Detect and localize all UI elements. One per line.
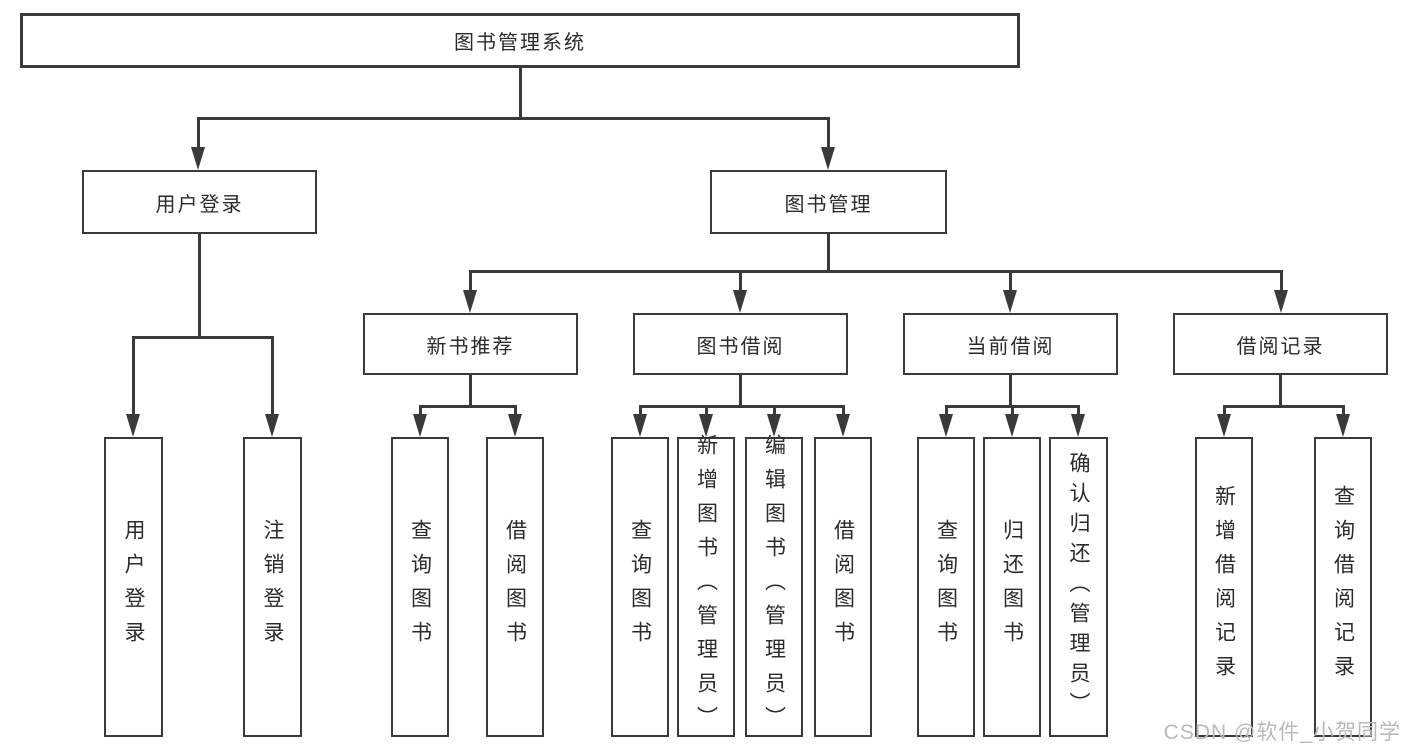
arrow-down-icon: [733, 290, 747, 313]
node-label: 当前借阅: [966, 335, 1055, 358]
connector-vline: [469, 270, 472, 291]
connector-hline: [132, 336, 274, 339]
connector-vline: [1009, 375, 1012, 407]
arrow-down-icon: [633, 414, 647, 437]
connector-vline: [132, 336, 135, 416]
arrow-down-icon: [1336, 414, 1350, 437]
arrow-down-icon: [126, 414, 140, 437]
connector-hline: [1223, 405, 1345, 408]
arrow-down-icon: [1005, 414, 1019, 437]
arrow-down-icon: [1274, 290, 1288, 313]
leaf-edit-books-admin: 编辑图书（管理员）: [745, 434, 803, 740]
leaf-query-borrow-record: 查询借阅记录: [1314, 437, 1372, 737]
connector-hline: [197, 117, 829, 120]
arrow-down-icon: [767, 414, 781, 437]
connector-vline: [1342, 405, 1345, 416]
node-new-book-recommend: 新书推荐: [363, 313, 578, 375]
leaf-query-books-3: 查询图书: [917, 437, 975, 737]
node-label: 图书管理: [784, 193, 873, 216]
leaf-add-books-admin: 新增图书（管理员）: [677, 434, 735, 740]
connector-vline: [1223, 405, 1226, 416]
leaf-borrow-books-1: 借阅图书: [486, 437, 544, 737]
arrow-down-icon: [1003, 290, 1017, 313]
node-label: 新增图书（管理员）: [694, 434, 718, 740]
connector-vline: [1077, 405, 1080, 416]
connector-hline: [419, 405, 517, 408]
node-label: 编辑图书（管理员）: [762, 434, 786, 740]
arrow-down-icon: [265, 414, 279, 437]
connector-vline: [419, 405, 422, 416]
node-book-management: 图书管理: [710, 170, 947, 234]
node-label: 查询借阅记录: [1331, 485, 1355, 689]
connector-vline: [773, 405, 776, 416]
leaf-return-books: 归还图书: [983, 437, 1041, 737]
connector-vline: [514, 405, 517, 416]
node-label: 新增借阅记录: [1212, 485, 1236, 689]
node-label: 查询图书: [628, 519, 652, 655]
arrow-down-icon: [1217, 414, 1231, 437]
connector-vline: [827, 234, 830, 272]
connector-vline: [945, 405, 948, 416]
arrow-down-icon: [463, 290, 477, 313]
node-label: 查询图书: [408, 519, 432, 655]
csdn-watermark: CSDN @软件_小贺同学: [1163, 721, 1401, 744]
connector-vline: [739, 270, 742, 291]
arrow-down-icon: [699, 414, 713, 437]
node-root-library-management-system: 图书管理系统: [20, 13, 1020, 68]
node-book-borrowing: 图书借阅: [633, 313, 848, 375]
node-label: 用户登录: [155, 193, 244, 216]
node-current-borrowing: 当前借阅: [903, 313, 1118, 375]
connector-hline: [469, 270, 1282, 273]
leaf-query-books-1: 查询图书: [391, 437, 449, 737]
leaf-confirm-return-admin: 确认归还（管理员）: [1049, 437, 1108, 737]
arrow-down-icon: [191, 147, 205, 170]
connector-vline: [1009, 270, 1012, 291]
node-label: 图书管理系统: [454, 32, 586, 54]
node-label: 注销登录: [261, 519, 284, 655]
connector-vline: [827, 117, 830, 148]
connector-vline: [197, 117, 200, 148]
connector-vline: [519, 68, 522, 118]
arrow-down-icon: [939, 414, 953, 437]
arrow-down-icon: [1071, 414, 1085, 437]
arrow-down-icon: [413, 414, 427, 437]
connector-vline: [1279, 375, 1282, 407]
node-user-login: 用户登录: [82, 170, 317, 234]
node-label: 新书推荐: [426, 335, 515, 358]
leaf-user-login: 用户登录: [104, 437, 163, 737]
node-label: 查询图书: [934, 519, 958, 655]
arrow-down-icon: [836, 414, 850, 437]
connector-vline: [842, 405, 845, 416]
connector-vline: [739, 375, 742, 407]
connector-vline: [469, 375, 472, 407]
node-borrowing-records: 借阅记录: [1173, 313, 1388, 375]
node-label: 用户登录: [122, 519, 145, 655]
connector-vline: [639, 405, 642, 416]
leaf-add-borrow-record: 新增借阅记录: [1195, 437, 1253, 737]
arrow-down-icon: [821, 147, 835, 170]
connector-vline: [1280, 270, 1283, 291]
connector-vline: [1011, 405, 1014, 416]
node-label: 确认归还（管理员）: [1067, 452, 1090, 722]
connector-vline: [705, 405, 708, 416]
leaf-query-books-2: 查询图书: [611, 437, 669, 737]
node-label: 借阅图书: [831, 519, 855, 655]
connector-vline: [198, 234, 201, 338]
connector-hline: [639, 405, 845, 408]
node-label: 借阅记录: [1236, 335, 1325, 358]
arrow-down-icon: [508, 414, 522, 437]
connector-vline: [271, 336, 274, 416]
leaf-borrow-books-2: 借阅图书: [814, 437, 872, 737]
node-label: 图书借阅: [696, 335, 785, 358]
node-label: 借阅图书: [503, 519, 527, 655]
leaf-logout: 注销登录: [243, 437, 302, 737]
node-label: 归还图书: [1000, 519, 1024, 655]
